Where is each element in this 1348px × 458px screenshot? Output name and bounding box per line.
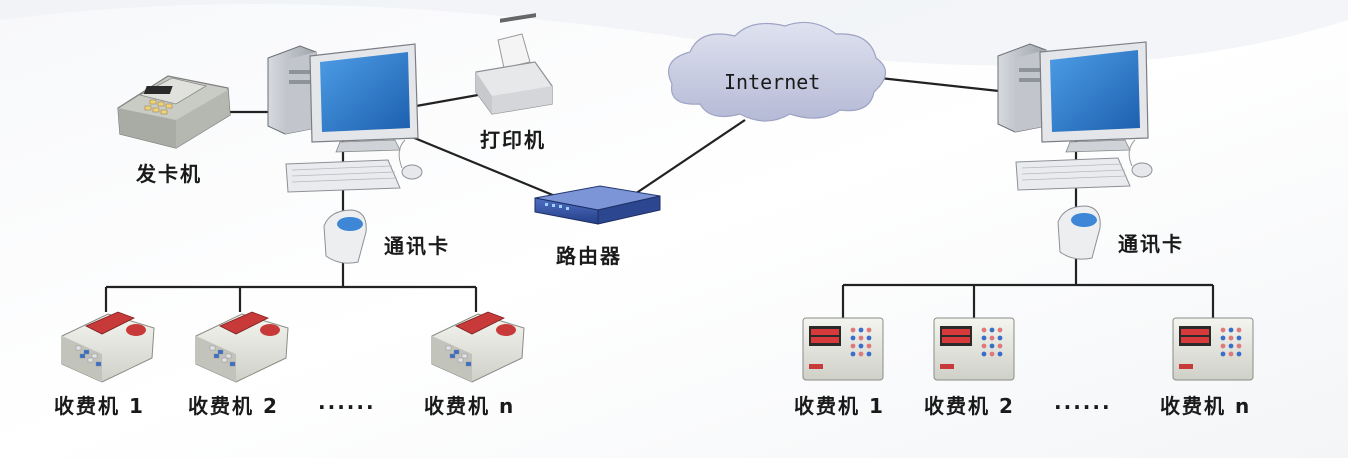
right-terminal-device-1: [802, 317, 884, 381]
internet-label: Internet: [724, 70, 821, 94]
left-terminal-n-label: 收费机 n: [424, 394, 516, 418]
printer-label: 打印机: [480, 128, 546, 152]
left-terminal-device-3: [431, 311, 525, 383]
comm-card-device-right: [1057, 205, 1101, 260]
right-computer: [997, 41, 1153, 191]
comm-card-label-right: 通讯卡: [1118, 232, 1184, 256]
left-terminal-group: [61, 311, 525, 383]
right-terminal-2-label: 收费机 2: [924, 394, 1015, 418]
background-wave: [0, 0, 1348, 66]
internet-cloud: [668, 21, 887, 122]
left-terminal-2-label: 收费机 2: [188, 394, 279, 418]
printer-device: [475, 13, 553, 115]
card-issuer-label: 发卡机: [136, 162, 202, 186]
left-terminal-device-1: [61, 311, 155, 383]
line-internet-right-pc: [879, 76, 1009, 94]
comm-card-label-left: 通讯卡: [384, 234, 450, 258]
left-terminal-device-2: [195, 311, 289, 383]
left-ellipsis: ......: [318, 390, 376, 414]
card-issuer-device: [117, 75, 231, 149]
line-pc-router: [394, 128, 561, 200]
router-label: 路由器: [556, 244, 622, 268]
left-computer: [267, 43, 423, 193]
right-terminal-n-label: 收费机 n: [1160, 394, 1252, 418]
right-terminal-device-3: [1172, 317, 1254, 381]
right-terminal-device-2: [933, 317, 1015, 381]
right-terminal-group: [802, 317, 1254, 381]
line-router-internet: [631, 119, 746, 197]
right-ellipsis: ......: [1054, 390, 1112, 414]
left-terminal-1-label: 收费机 1: [54, 394, 145, 418]
router-device: [534, 185, 661, 225]
right-terminal-1-label: 收费机 1: [794, 394, 885, 418]
comm-card-device-left: [323, 209, 367, 264]
